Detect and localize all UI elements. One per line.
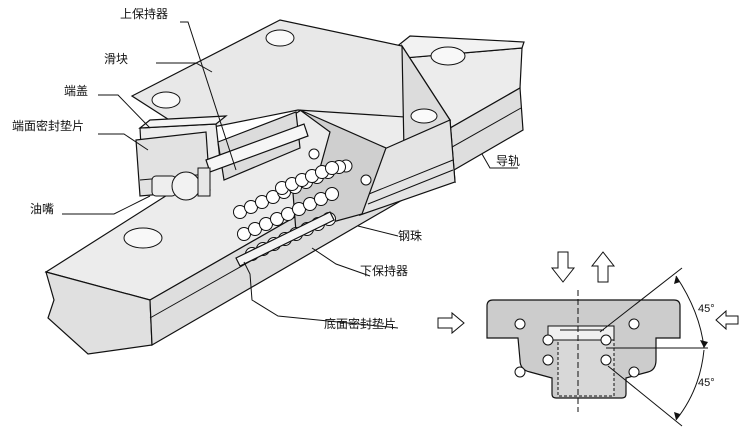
arrow-left-icon bbox=[715, 309, 739, 331]
angle-lower: 45° bbox=[698, 377, 715, 389]
block-mount-hole bbox=[151, 91, 181, 109]
cross-section-view: 45° 45° bbox=[486, 267, 715, 427]
label-steel-ball: 钢珠 bbox=[398, 229, 422, 243]
grease-nipple bbox=[151, 167, 211, 201]
label-end-seal: 端面密封垫片 bbox=[12, 118, 84, 133]
slider-block bbox=[130, 19, 456, 216]
steel-ball bbox=[325, 161, 339, 175]
angle-upper: 45° bbox=[698, 303, 715, 315]
label-bottom-seal: 底面密封垫片 bbox=[324, 316, 396, 331]
leader-lines bbox=[62, 21, 518, 329]
steel-ball bbox=[325, 187, 339, 201]
rail-mount-hole bbox=[123, 227, 163, 249]
label-lower-retainer: 下保持器 bbox=[360, 263, 408, 278]
arrow-up-icon bbox=[590, 251, 616, 283]
rail-mount-hole bbox=[430, 46, 466, 66]
arrow-right-icon bbox=[437, 311, 465, 335]
callouts: 上保持器 滑块 端盖 端面密封垫片 油嘴 导轨 钢珠 下保持器 底面密封垫片 bbox=[12, 6, 520, 331]
label-slider-block: 滑块 bbox=[104, 52, 128, 66]
label-rail: 导轨 bbox=[496, 154, 520, 168]
block-mount-hole bbox=[265, 29, 295, 47]
load-arrows bbox=[437, 251, 739, 335]
label-upper-retainer: 上保持器 bbox=[120, 6, 168, 21]
block-mount-hole bbox=[410, 108, 438, 124]
arrow-down-icon bbox=[550, 251, 576, 283]
label-end-cap: 端盖 bbox=[64, 84, 88, 98]
lower-retainer bbox=[235, 211, 335, 267]
label-grease-nipple: 油嘴 bbox=[30, 202, 54, 216]
